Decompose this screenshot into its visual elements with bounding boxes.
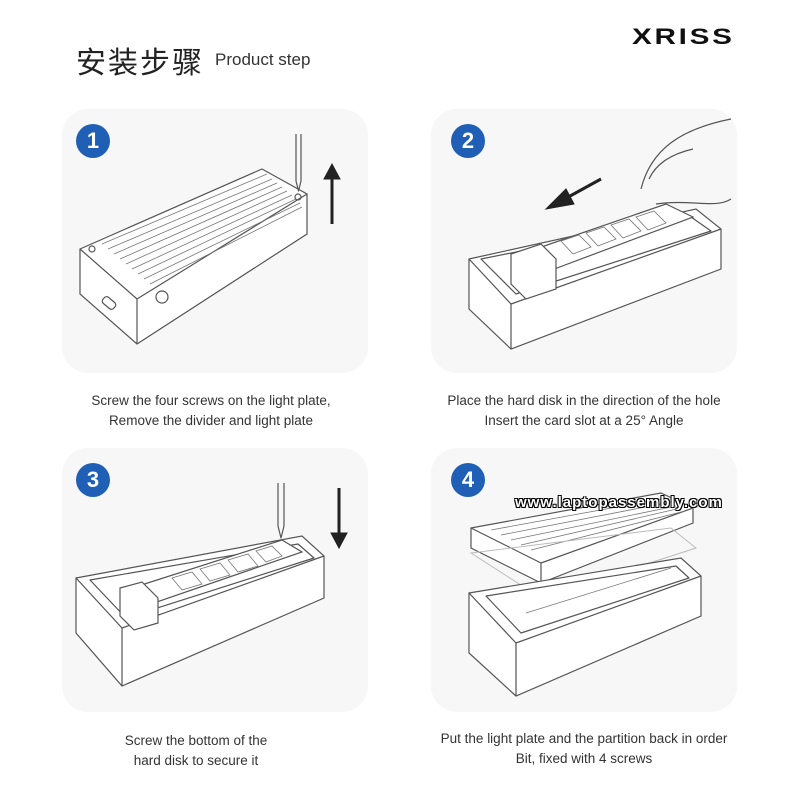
step-2-caption-line1: Place the hard disk in the direction of … [447, 393, 721, 408]
step-3-caption-line2: hard disk to secure it [133, 753, 259, 768]
step-1-illustration [79, 134, 341, 345]
step-3-badge: 3 [76, 463, 110, 497]
step-1-card: 1 [62, 109, 368, 373]
step-3-caption-line1: Screw the bottom of the [124, 733, 268, 748]
step-4-caption-line1: Put the light plate and the partition ba… [440, 731, 728, 746]
step-2-card: 2 [431, 109, 737, 373]
step-2-caption-line2: Insert the card slot at a 25° Angle [484, 413, 684, 428]
page-title-chinese: 安装步骤 [76, 46, 204, 81]
brand-logo: XRISS [632, 24, 735, 49]
step-4-caption-line2: Bit, fixed with 4 screws [515, 751, 653, 766]
step-4-card: 4 [431, 448, 737, 712]
step-1-badge: 1 [76, 124, 110, 158]
step-1-caption: Screw the four screws on the light plate… [51, 391, 371, 431]
step-2-badge: 2 [451, 124, 485, 158]
page-title-english: Product step [215, 50, 311, 69]
step-3-illustration [75, 483, 348, 687]
step-2-caption: Place the hard disk in the direction of … [424, 391, 744, 431]
step-3-card: 3 [62, 448, 368, 712]
step-1-caption-line1: Screw the four screws on the light plate… [91, 393, 331, 408]
watermark-text: www.laptopassembly.com [515, 494, 723, 511]
step-4-illustration [468, 492, 702, 697]
step-4-caption: Put the light plate and the partition ba… [424, 729, 744, 769]
step-4-badge: 4 [451, 463, 485, 497]
step-1-caption-line2: Remove the divider and light plate [108, 413, 314, 428]
step-2-illustration [468, 118, 732, 350]
step-3-caption: Screw the bottom of the hard disk to sec… [36, 731, 356, 771]
